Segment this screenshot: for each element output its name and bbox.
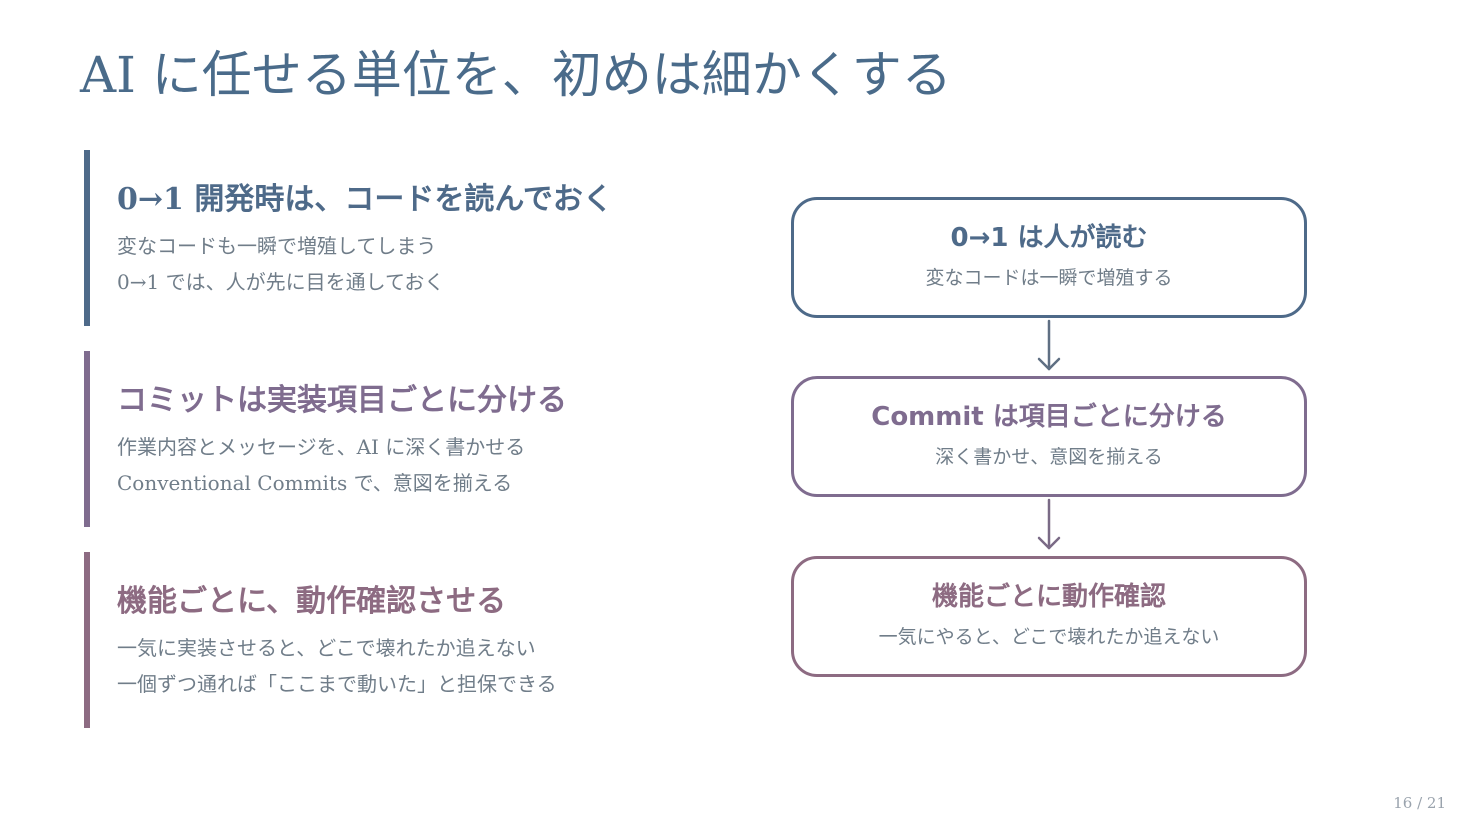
flow-box-subtitle: 深く書かせ、意図を揃える [935,446,1163,468]
point-line: 一個ずつ通れば「ここまで動いた」と担保できる [117,672,557,696]
flow-box-subtitle: 一気にやると、どこで壊れたか追えない [878,626,1220,648]
point-line: 一気に実装させると、どこで壊れたか追えない [117,636,536,660]
point-heading: コミットは実装項目ごとに分ける [117,383,567,418]
point-line: 作業内容とメッセージを、AI に深く書かせる [117,435,526,459]
flow-box-read: 0→1 は人が読む 変なコードは一瞬で増殖する [791,197,1307,318]
flow-box-verify: 機能ごとに動作確認 一気にやると、どこで壊れたか追えない [791,556,1307,677]
point-block-3: 機能ごとに、動作確認させる 一気に実装させると、どこで壊れたか追えない 一個ずつ… [84,552,724,728]
point-line: 0→1 では、人が先に目を通しておく [117,270,445,294]
flow-box-subtitle: 変なコードは一瞬で増殖する [925,267,1173,289]
flow-box-title: Commit は項目ごとに分ける [871,402,1227,432]
slide-title: AI に任せる単位を、初めは細かくする [80,46,952,104]
point-line: Conventional Commits で、意図を揃える [117,471,513,495]
page-number: 16 / 21 [1393,794,1446,812]
point-line: 変なコードも一瞬で増殖してしまう [117,234,437,258]
flow-box-commit: Commit は項目ごとに分ける 深く書かせ、意図を揃える [791,376,1307,497]
point-block-2: コミットは実装項目ごとに分ける 作業内容とメッセージを、AI に深く書かせる C… [84,351,724,527]
arrow-down-icon [1037,319,1061,371]
flow-box-title: 0→1 は人が読む [950,223,1148,253]
flow-box-title: 機能ごとに動作確認 [931,582,1166,612]
point-heading: 0→1 開発時は、コードを読んでおく [117,182,613,217]
arrow-down-icon [1037,498,1061,550]
point-heading: 機能ごとに、動作確認させる [117,584,507,619]
point-block-1: 0→1 開発時は、コードを読んでおく 変なコードも一瞬で増殖してしまう 0→1 … [84,150,724,326]
